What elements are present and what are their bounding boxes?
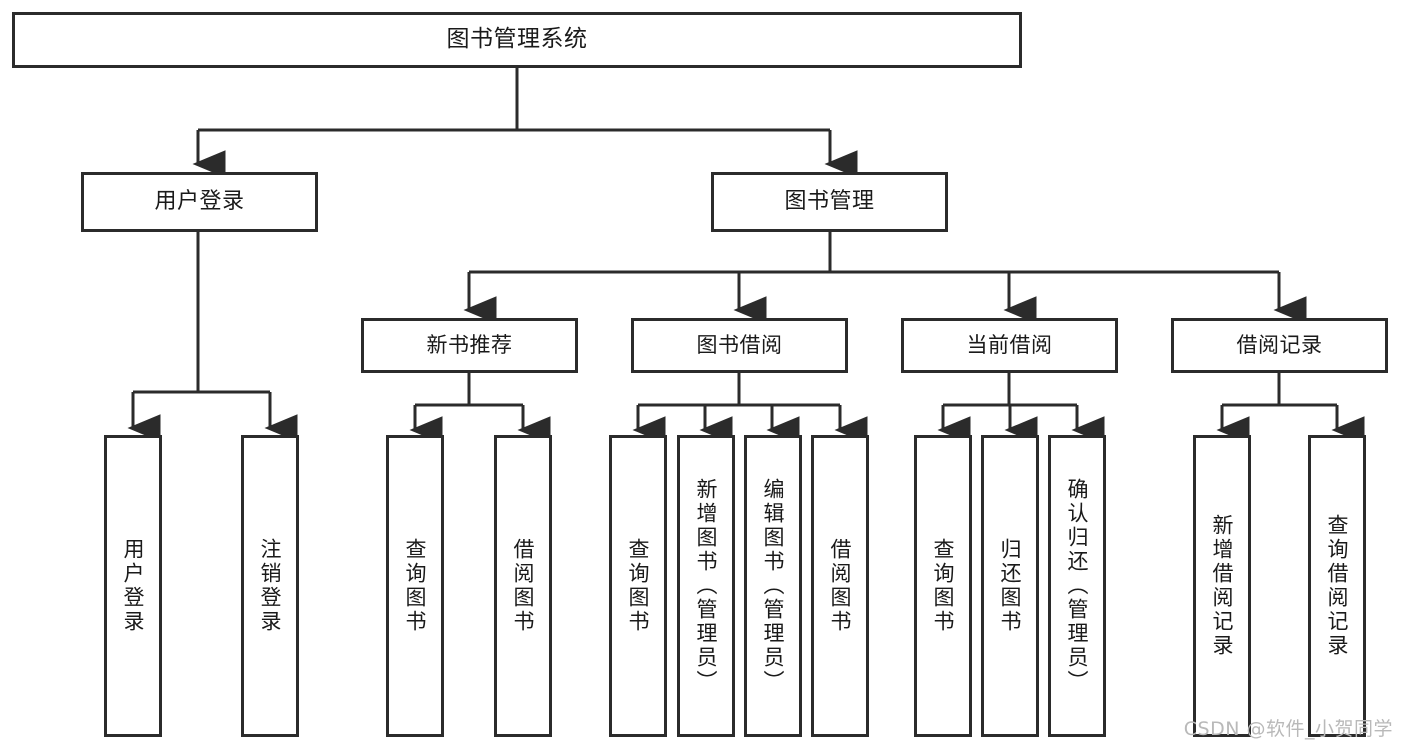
node-label: 查询图书	[403, 538, 428, 634]
leaf-borrow-record-add-record[interactable]: 新增借阅记录	[1193, 435, 1251, 737]
node-label: 归还图书	[998, 538, 1023, 634]
node-root-book-management-system[interactable]: 图书管理系统	[12, 12, 1022, 68]
node-label: 注销登录	[258, 538, 283, 634]
node-label: 查询借阅记录	[1325, 514, 1350, 658]
node-label: 图书管理系统	[446, 26, 588, 53]
node-label: 当前借阅	[966, 333, 1053, 358]
leaf-book-borrow-add-book-admin[interactable]: 新增图书（管理员）	[677, 435, 735, 737]
leaf-borrow-record-query-record[interactable]: 查询借阅记录	[1308, 435, 1366, 737]
node-label: 用户登录	[121, 538, 146, 634]
node-new-book-recommendation[interactable]: 新书推荐	[361, 318, 578, 373]
leaf-book-borrow-edit-book-admin[interactable]: 编辑图书（管理员）	[744, 435, 802, 737]
leaf-current-borrow-return-book[interactable]: 归还图书	[981, 435, 1039, 737]
node-label: 查询图书	[931, 538, 956, 634]
node-borrowing-record[interactable]: 借阅记录	[1171, 318, 1388, 373]
leaf-book-borrow-borrow-book[interactable]: 借阅图书	[811, 435, 869, 737]
leaf-user-login-sign-out[interactable]: 注销登录	[241, 435, 299, 737]
leaf-book-borrow-query-book[interactable]: 查询图书	[609, 435, 667, 737]
node-label: 借阅图书	[828, 538, 853, 634]
node-label: 新书推荐	[426, 333, 513, 358]
node-label: 用户登录	[154, 189, 245, 215]
node-book-management[interactable]: 图书管理	[711, 172, 948, 232]
node-label: 图书借阅	[696, 333, 783, 358]
node-label: 图书管理	[784, 189, 875, 215]
node-label: 借阅记录	[1236, 333, 1323, 358]
node-book-borrowing[interactable]: 图书借阅	[631, 318, 848, 373]
leaf-current-borrow-query-book[interactable]: 查询图书	[914, 435, 972, 737]
leaf-new-book-query-book[interactable]: 查询图书	[386, 435, 444, 737]
node-label: 新增借阅记录	[1210, 514, 1235, 658]
node-label: 借阅图书	[511, 538, 536, 634]
node-label: 编辑图书（管理员）	[761, 478, 786, 694]
node-current-borrowing[interactable]: 当前借阅	[901, 318, 1118, 373]
leaf-current-borrow-confirm-return-admin[interactable]: 确认归还（管理员）	[1048, 435, 1106, 737]
watermark-text: CSDN @软件_小贺同学	[1183, 718, 1393, 740]
node-label: 查询图书	[626, 538, 651, 634]
leaf-user-login-sign-in[interactable]: 用户登录	[104, 435, 162, 737]
node-label: 确认归还（管理员）	[1065, 478, 1090, 694]
node-label: 新增图书（管理员）	[694, 478, 719, 694]
node-user-login[interactable]: 用户登录	[81, 172, 318, 232]
leaf-new-book-borrow-book[interactable]: 借阅图书	[494, 435, 552, 737]
